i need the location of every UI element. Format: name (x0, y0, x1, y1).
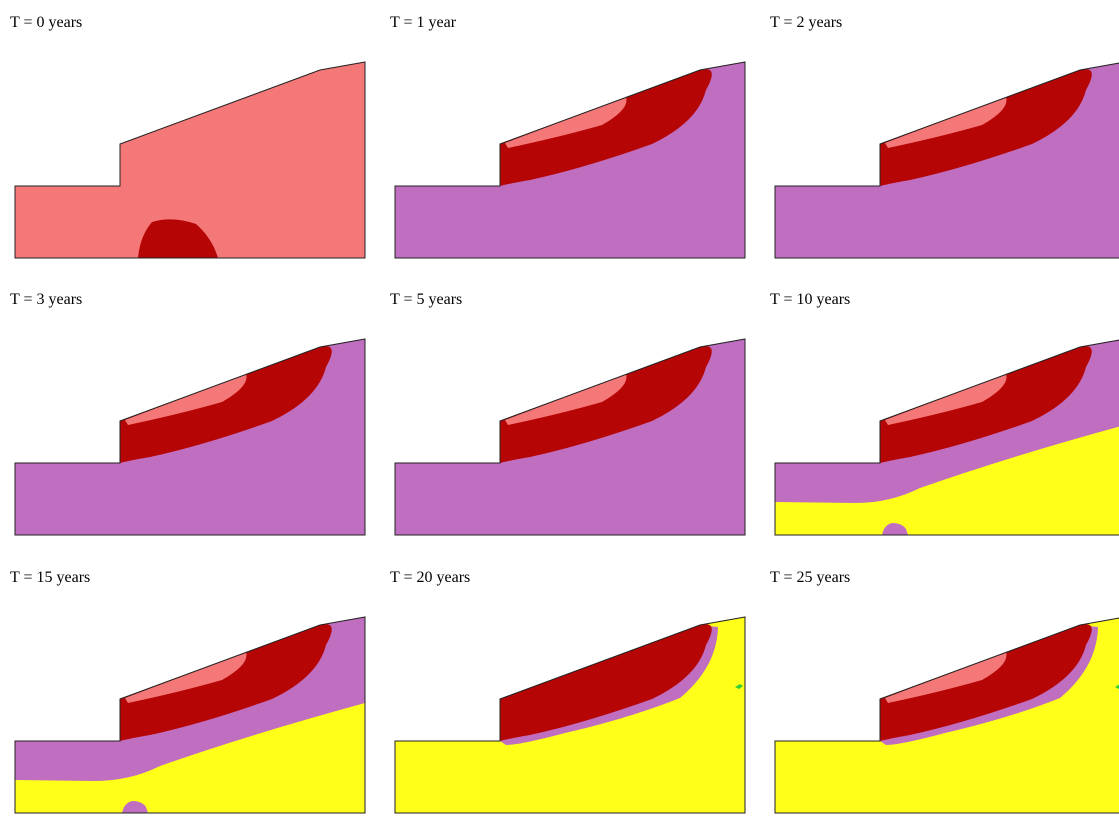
region-dark-red-lens (880, 69, 1092, 186)
slope-regions (395, 617, 745, 813)
region-dark-red-lens (880, 346, 1092, 463)
region-salmon-inner (505, 97, 627, 148)
region-purple-bulb (882, 523, 908, 535)
panel-t15: T = 15 years (0, 555, 372, 825)
region-yellow-lower (15, 703, 365, 813)
slope-regions (15, 339, 365, 535)
slope-regions (775, 62, 1119, 258)
slope-outline (394, 61, 746, 259)
slope-diagram (14, 61, 366, 259)
panel-t10: T = 10 years (760, 277, 1119, 547)
panel-t0: T = 0 years (0, 0, 372, 270)
panel-t20: T = 20 years (380, 555, 752, 825)
panel-t1: T = 1 year (380, 0, 752, 270)
region-salmon (15, 62, 365, 258)
region-salmon-inner (505, 374, 627, 425)
panel-label: T = 10 years (770, 291, 851, 308)
slope-regions (395, 339, 745, 535)
region-green-spot (735, 684, 743, 689)
slope-diagram (774, 62, 1119, 259)
region-dark-red-lens (500, 346, 712, 463)
slope-regions (15, 62, 365, 258)
region-dark-red-lens (880, 624, 1092, 741)
panel-t2: T = 2 years (760, 0, 1119, 270)
slope-diagram (394, 61, 746, 259)
panel-label: T = 15 years (10, 569, 91, 586)
slope-regions (775, 339, 1119, 535)
slope-diagram (14, 338, 366, 536)
region-dark-red-lens (120, 624, 332, 741)
region-dark-red-lens (120, 346, 332, 463)
region-salmon-inner (125, 374, 247, 425)
slope-diagram (394, 616, 746, 814)
region-dark-red-bulb (138, 219, 218, 258)
panel-label: T = 1 year (390, 14, 457, 31)
panel-t25: T = 25 years (760, 555, 1119, 825)
slope-outline (774, 339, 1119, 536)
slope-regions (395, 62, 745, 258)
slope-outline (774, 62, 1119, 259)
slope-diagram (14, 616, 366, 814)
region-salmon-inner (125, 652, 247, 703)
region-salmon-inner (885, 97, 1007, 148)
panel-label: T = 2 years (770, 14, 843, 31)
slope-diagram (394, 338, 746, 536)
panel-label: T = 20 years (390, 569, 471, 586)
slope-outline (14, 61, 366, 259)
panel-t5: T = 5 years (380, 277, 752, 547)
panel-label: T = 3 years (10, 291, 83, 308)
region-salmon-inner (885, 652, 1007, 703)
slope-regions (775, 617, 1119, 813)
slope-outline (14, 338, 366, 536)
slope-diagram (774, 339, 1119, 536)
panel-label: T = 25 years (770, 569, 851, 586)
panel-label: T = 0 years (10, 14, 83, 31)
slope-diagram (774, 617, 1119, 814)
panel-label: T = 5 years (390, 291, 463, 308)
region-dark-red-lens (500, 69, 712, 186)
region-salmon-inner (885, 374, 1007, 425)
region-green-spot (1115, 684, 1119, 689)
panel-t3: T = 3 years (0, 277, 372, 547)
region-dark-red-lens (500, 624, 712, 741)
slope-outline (394, 338, 746, 536)
slope-regions (15, 617, 365, 813)
region-yellow-lower (775, 425, 1119, 535)
